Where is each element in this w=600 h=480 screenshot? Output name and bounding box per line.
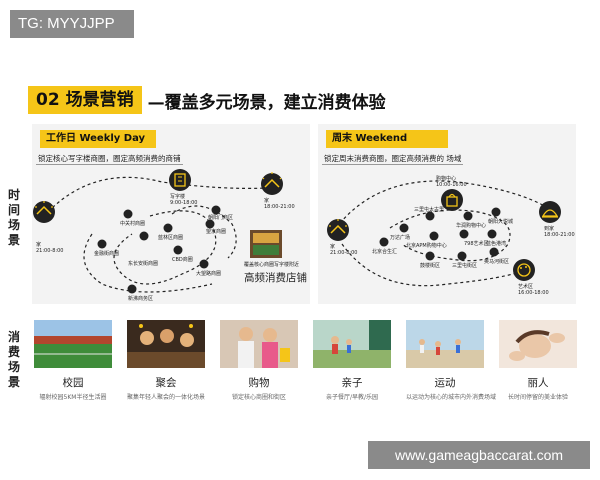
home-right-icon — [261, 172, 283, 195]
home-left-icon — [33, 201, 55, 223]
weekday-header: 工作日 Weekly Day — [40, 130, 156, 148]
side-label-consumption: 消费场景 — [8, 330, 21, 389]
weekend-mall-label: 购物中心 — [436, 176, 457, 182]
weekday-home-left-time: 21:00-8:00 — [36, 248, 64, 254]
category-shopping: 购物 锁定核心商圈和街区 — [220, 320, 298, 401]
weekend-route-map — [327, 180, 561, 287]
weekend-art-time: 16:00-18:00 — [518, 290, 549, 296]
poi-label: 望京商圈 — [206, 229, 227, 235]
poi-label: 鼓楼街区 — [420, 263, 441, 269]
poi-label: 朝阳门商区 — [208, 215, 234, 221]
weekday-home-left-label: 家 — [36, 242, 42, 248]
category-desc: 亲子餐厅/早教/乐园 — [325, 394, 379, 401]
poi-label: 朝阳大悦城 — [488, 219, 514, 225]
campus-photo — [34, 320, 112, 368]
poi-label: 东长安街商圈 — [128, 261, 159, 267]
category-desc: 长时间停留的美业体验 — [507, 394, 568, 401]
store-label: 高频消费店铺 — [244, 272, 307, 284]
art-icon — [513, 259, 535, 281]
sports-photo — [406, 320, 484, 368]
poi-label: 大望路商圈 — [196, 271, 222, 277]
weekday-poi-dots — [97, 205, 221, 294]
category-family: 亲子 亲子餐厅/早教/乐园 — [313, 320, 391, 401]
weekday-route-map — [33, 169, 283, 294]
weekend-home-left-time: 21:00-8:00 — [330, 250, 358, 256]
weekend-header: 周末 Weekend — [326, 130, 448, 148]
weekend-art-label: 艺术区 — [518, 284, 534, 290]
mall-icon — [441, 189, 463, 211]
poi-label: 北京合生汇 — [372, 249, 398, 255]
poi-label: 蓝色港湾 — [486, 241, 507, 247]
weekday-home-right-time: 18:00-21:00 — [264, 204, 295, 210]
poi-label: CBD商圈 — [172, 257, 193, 263]
office-icon — [169, 169, 191, 191]
title-text: —覆盖多元场景，建立消费体验 — [147, 92, 386, 113]
poi-label: 新沸商务区 — [128, 296, 154, 302]
store-caption: 覆盖核心商圈写字楼附近 — [244, 262, 300, 268]
weekday-panel: 工作日 Weekly Day 锁定核心写字楼商圈，圈定高频消费的商铺 家 21:… — [32, 124, 310, 304]
weekday-office-label: 写字楼 — [170, 194, 186, 200]
weekend-panel: 周末 Weekend 锁定周末消费商圈，圈定高频消费的 场域 家 21:00-8… — [318, 124, 576, 304]
weekend-home-left-label: 家 — [330, 244, 336, 250]
family-photo — [313, 320, 391, 368]
category-desc: 聚集年轻人聚会的一体化场景 — [127, 394, 206, 401]
dining-icon — [539, 201, 561, 223]
tag-label: TG: MYYJJPP — [10, 10, 134, 38]
poi-label: 蓝林区商圈 — [158, 235, 184, 241]
poi-label: 奥马河街区 — [484, 259, 510, 265]
weekend-mall-time: 10:00-16:00 — [436, 182, 467, 188]
beauty-photo — [499, 320, 577, 368]
weekday-office-time: 9:00-18:00 — [170, 200, 198, 206]
category-desc: 辐射校园5KM半径生活圈 — [39, 394, 107, 401]
category-sports: 运动 以运动为核心的城市内外消费场域 — [406, 320, 497, 401]
poi-label: 中关村商圈 — [120, 221, 146, 227]
weekend-subtitle: 锁定周末消费商圈，圈定高频消费的 场域 — [322, 154, 464, 165]
page-title: 02 场景营销 —覆盖多元场景，建立消费体验 — [28, 86, 386, 114]
poi-label: 三里屯太古里 — [414, 207, 445, 213]
category-label: 亲子 — [341, 377, 363, 389]
weekend-home-right-time: 18:00-21:00 — [544, 232, 575, 238]
shopping-photo — [220, 320, 298, 368]
home-left-icon — [327, 219, 349, 241]
category-party: 聚会 聚集年轻人聚会的一体化场景 — [127, 320, 205, 401]
weekend-home-right-label: 到家 — [544, 226, 555, 232]
weekday-home-right-label: 家 — [264, 198, 270, 204]
weekday-subtitle: 锁定核心写字楼商圈，圈定高频消费的商铺 — [36, 154, 183, 165]
party-photo — [127, 320, 205, 368]
poi-label: 北京APM购物中心 — [406, 243, 447, 249]
category-desc: 锁定核心商圈和街区 — [231, 394, 286, 401]
poi-label: 万达广场 — [390, 235, 411, 241]
category-label: 聚会 — [155, 377, 177, 389]
category-label: 运动 — [434, 377, 456, 389]
side-label-time: 时间场景 — [8, 188, 21, 247]
poi-label: 三里屯街区 — [452, 263, 478, 269]
category-beauty: 丽人 长时间停留的美业体验 — [499, 320, 577, 401]
poi-label: 华润购物中心 — [456, 223, 487, 229]
category-label: 购物 — [248, 377, 270, 389]
category-campus: 校园 辐射校园5KM半径生活圈 — [34, 320, 112, 401]
poi-label: 金融街商圈 — [94, 251, 120, 257]
category-label: 丽人 — [527, 377, 549, 389]
store-photo — [250, 230, 282, 258]
watermark-url: www.gameagbaccarat.com — [368, 441, 590, 469]
title-badge: 02 场景营销 — [28, 86, 142, 114]
weekend-poi-dots — [379, 207, 501, 261]
category-desc: 以运动为核心的城市内外消费场域 — [406, 394, 497, 401]
category-label: 校园 — [62, 377, 84, 389]
poi-label: 798艺术区 — [464, 241, 489, 247]
